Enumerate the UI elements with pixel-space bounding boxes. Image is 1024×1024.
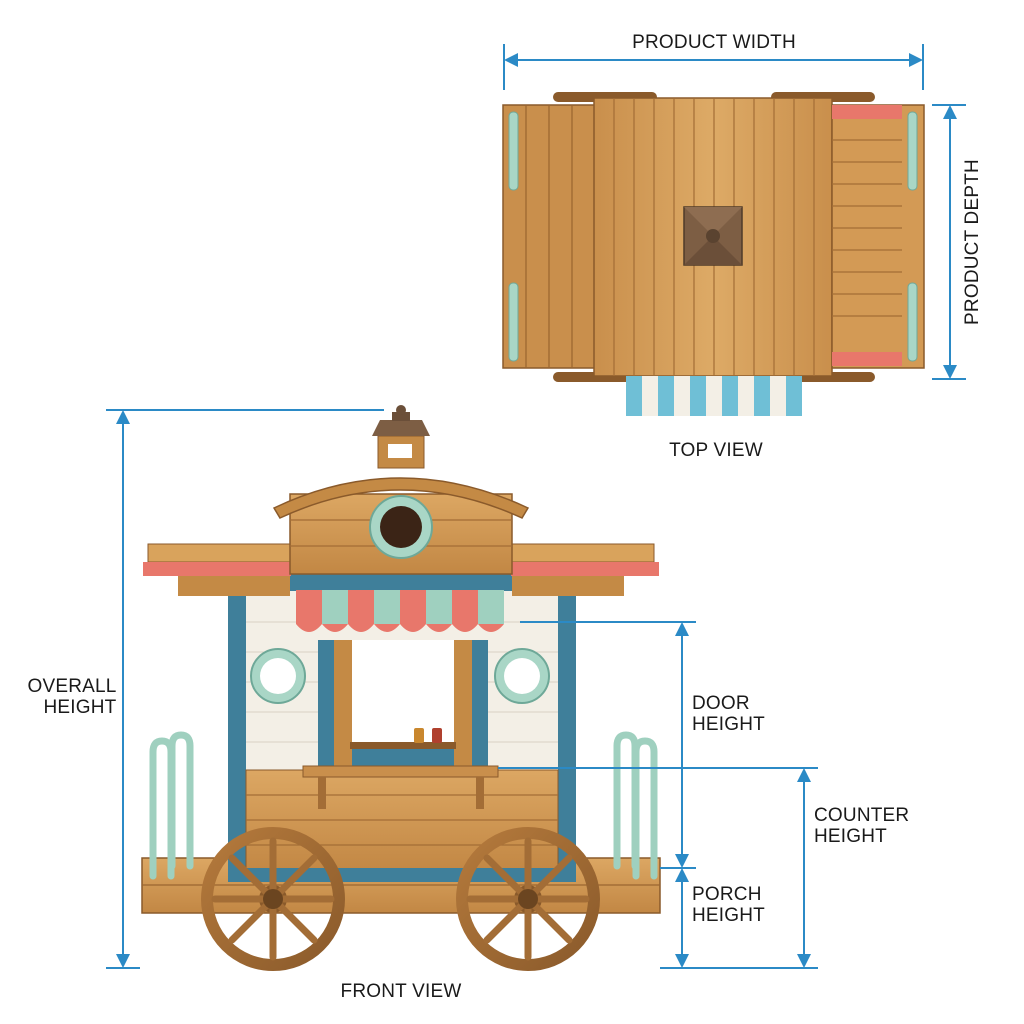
top-right-rail-2 (907, 282, 918, 362)
overall-height-label-line1: OVERALL (27, 676, 116, 697)
top-right-coral-trim-top (832, 105, 902, 119)
top-left-rail-2 (508, 282, 519, 362)
porch-height-dimension (675, 868, 689, 968)
porch-height-label-line2: HEIGHT (692, 905, 765, 926)
bottle-1 (414, 728, 424, 743)
top-right-rail-1 (907, 111, 918, 191)
top-left-rail-1 (508, 111, 519, 191)
front-counter (302, 765, 499, 778)
front-arched-roof (272, 477, 530, 519)
bottle-2 (432, 728, 442, 743)
front-wheel-right (456, 827, 600, 971)
front-wheel-left (201, 827, 345, 971)
front-bottom-band (228, 868, 576, 882)
front-inner-shelf (350, 742, 456, 749)
top-view-drawing (502, 92, 925, 416)
front-right-handrail (613, 731, 658, 880)
product-width-label: PRODUCT WIDTH (632, 32, 796, 53)
front-porthole-left (250, 648, 306, 704)
front-view-drawing (141, 405, 661, 971)
porch-height-label-line1: PORCH (692, 884, 762, 905)
front-porthole-top (369, 495, 433, 559)
front-top-band (228, 574, 576, 590)
door-height-dimension (520, 621, 696, 869)
product-depth-dimension (932, 104, 966, 380)
top-view-label: TOP VIEW (669, 440, 763, 461)
overall-height-label-line2: HEIGHT (44, 697, 117, 718)
door-height-label-line1: DOOR (692, 693, 750, 714)
counter-height-label-line1: COUNTER (814, 805, 909, 826)
front-awning (296, 590, 504, 632)
top-awning (626, 376, 802, 416)
front-lower-panel (245, 769, 559, 873)
product-width-dimension (503, 44, 924, 90)
front-left-post (228, 590, 246, 882)
front-porthole-right (494, 648, 550, 704)
front-chimney (372, 405, 430, 469)
front-view-label: FRONT VIEW (341, 981, 462, 1002)
overall-height-dimension (106, 409, 384, 969)
door-height-label-line2: HEIGHT (692, 714, 765, 735)
front-right-post (558, 590, 576, 882)
product-depth-label: PRODUCT DEPTH (962, 159, 983, 325)
front-left-roof (143, 543, 291, 596)
counter-height-dimension (498, 767, 818, 969)
top-right-coral-trim-bottom (832, 352, 902, 366)
counter-height-label-line2: HEIGHT (814, 826, 887, 847)
front-right-roof (511, 543, 659, 596)
front-left-handrail (149, 731, 194, 880)
